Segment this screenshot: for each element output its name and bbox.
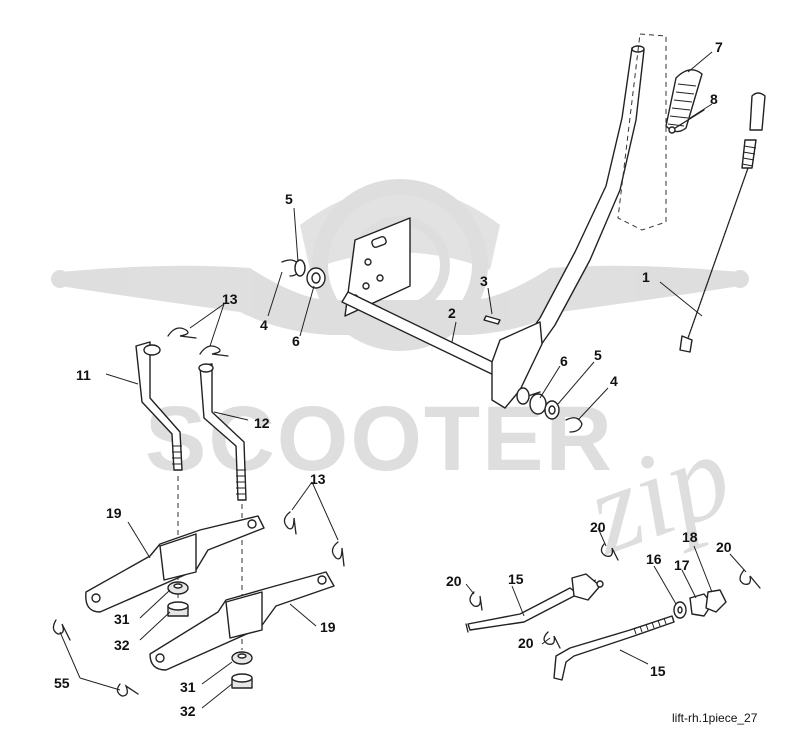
adjust-rod-upper — [465, 573, 604, 633]
callout-8: 8 — [710, 91, 718, 107]
callout-17: 17 — [674, 557, 690, 573]
callout-16: 16 — [646, 551, 662, 567]
grip-pin — [671, 109, 705, 131]
diagram-caption: lift-rh.1piece_27 — [672, 711, 758, 725]
handle-dashed-extension — [617, 33, 667, 231]
callout-2: 2 — [448, 305, 456, 321]
lift-link-12 — [198, 363, 247, 501]
shaft-bracket-plate — [344, 217, 411, 317]
callout-11: 11 — [76, 367, 91, 383]
lift-arm-upper — [85, 515, 265, 613]
callout-5: 5 — [285, 191, 293, 207]
callout-32: 32 — [180, 703, 196, 719]
callout-20: 20 — [518, 635, 534, 651]
callout-6: 6 — [292, 333, 300, 349]
callout-labels: 7 8 1 5 4 6 3 2 6 5 4 13 11 12 13 19 31 … — [54, 39, 732, 719]
callout-31: 31 — [114, 611, 130, 627]
right-shaft-hardware — [529, 393, 583, 433]
callout-15: 15 — [508, 571, 524, 587]
callout-3: 3 — [480, 273, 488, 289]
callout-32: 32 — [114, 637, 130, 653]
callout-15: 15 — [650, 663, 666, 679]
callout-19: 19 — [106, 505, 122, 521]
shaft-pin — [483, 315, 501, 325]
callout-18: 18 — [682, 529, 698, 545]
hairpin-clips-side — [52, 511, 345, 697]
spacers-and-nuts — [167, 581, 253, 689]
left-shaft-hardware — [281, 259, 326, 289]
callout-6: 6 — [560, 353, 568, 369]
lift-arm-lower — [149, 571, 335, 671]
callout-13: 13 — [222, 291, 238, 307]
callout-31: 31 — [180, 679, 196, 695]
lever-bracket — [491, 321, 543, 409]
adjust-rod-lower — [553, 615, 675, 681]
leader-lines — [59, 51, 747, 709]
lift-shaft-assembly — [341, 217, 543, 409]
callout-7: 7 — [715, 39, 723, 55]
callout-4: 4 — [610, 373, 618, 389]
callout-19: 19 — [320, 619, 336, 635]
callout-4: 4 — [260, 317, 268, 333]
callout-20: 20 — [446, 573, 462, 589]
callout-20: 20 — [590, 519, 606, 535]
callout-55: 55 — [54, 675, 70, 691]
callout-13: 13 — [310, 471, 326, 487]
callout-12: 12 — [254, 415, 270, 431]
hairpin-clips-top — [167, 327, 229, 357]
lift-cable — [679, 92, 766, 353]
callout-20: 20 — [716, 539, 732, 555]
hairpin-clips-20 — [469, 543, 761, 649]
callout-5: 5 — [594, 347, 602, 363]
callout-1: 1 — [642, 269, 650, 285]
swivel-hardware — [673, 589, 727, 619]
lift-link-11 — [135, 341, 183, 471]
